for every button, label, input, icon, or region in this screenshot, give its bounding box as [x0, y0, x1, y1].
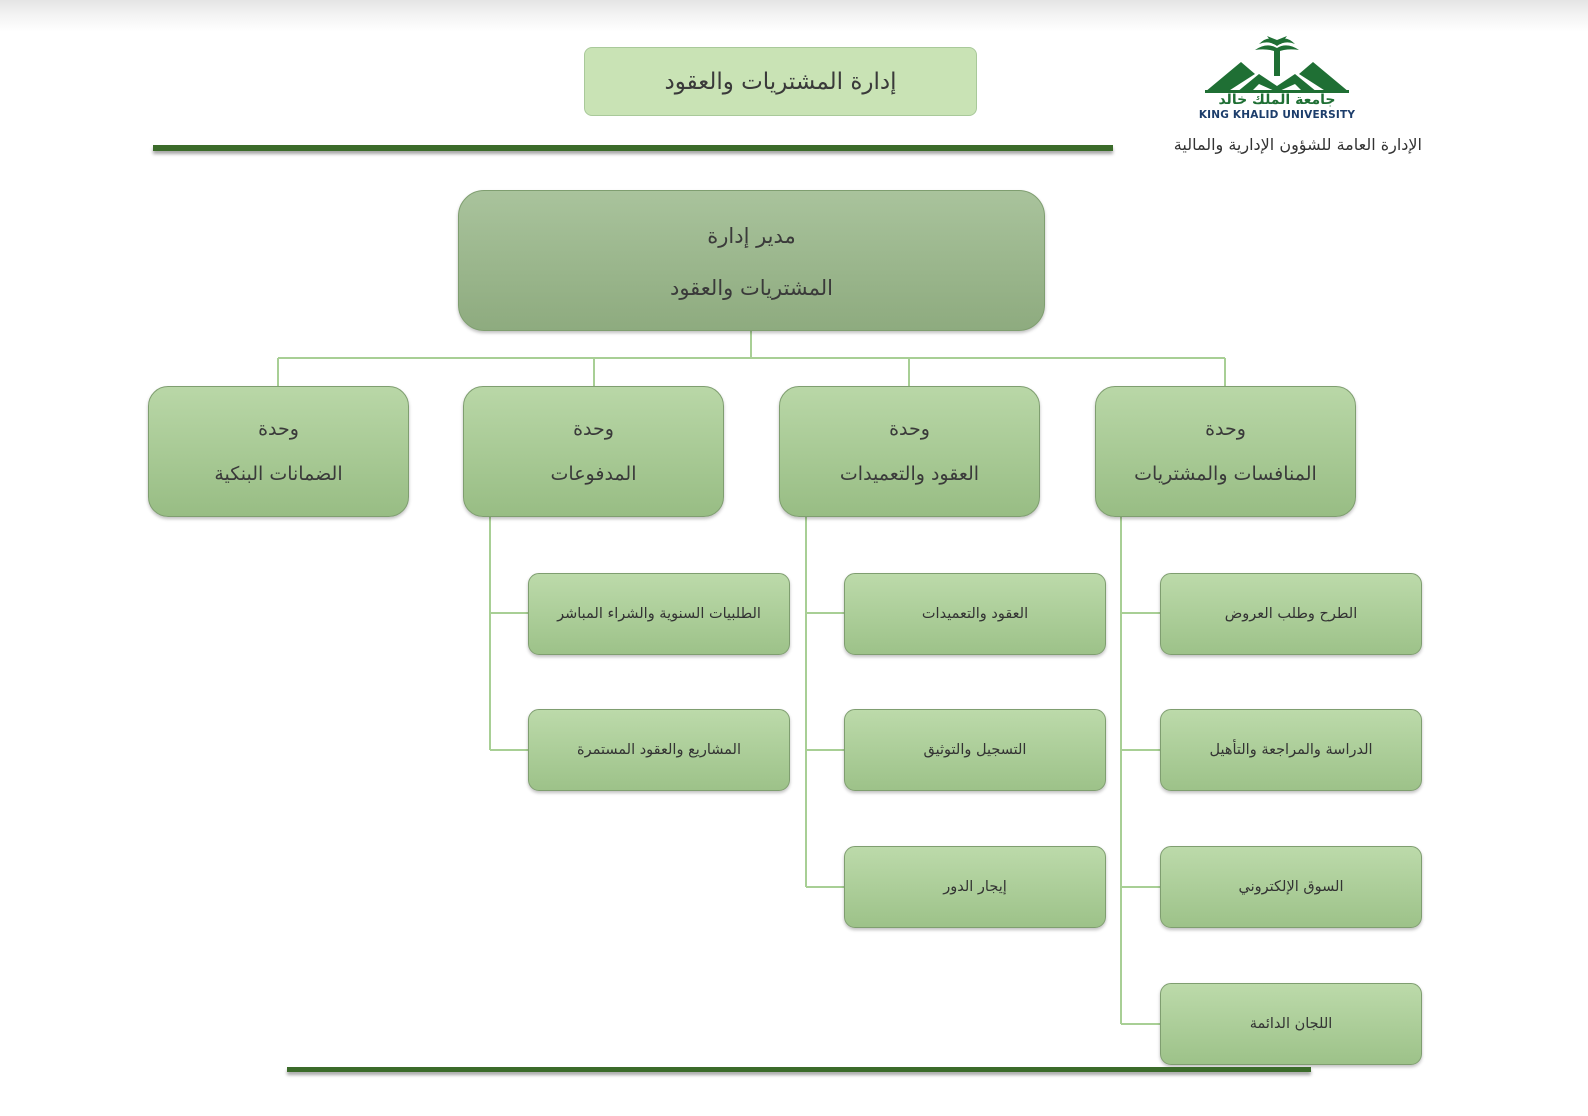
sub-box-label: المشاريع والعقود المستمرة — [577, 742, 742, 758]
unit-label: وحدة — [889, 417, 930, 440]
sub-box: الطرح وطلب العروض — [1160, 573, 1422, 655]
director-box: مدير إدارة المشتريات والعقود — [458, 190, 1045, 331]
sub-box: المشاريع والعقود المستمرة — [528, 709, 790, 791]
sub-box-label: الطلبيات السنوية والشراء المباشر — [557, 606, 761, 622]
director-line-2: المشتريات والعقود — [669, 275, 834, 300]
header-rule — [153, 145, 1113, 151]
sub-box: العقود والتعميدات — [844, 573, 1106, 655]
sub-box: اللجان الدائمة — [1160, 983, 1422, 1065]
unit-name: الضمانات البنكية — [214, 462, 343, 485]
university-logo: جامعة الملك خالد KING KHALID UNIVERSITY — [1197, 30, 1357, 124]
unit-name: المدفوعات — [550, 462, 637, 485]
footer-rule — [287, 1067, 1311, 1072]
unit-box-guarantees: وحدة الضمانات البنكية — [148, 386, 409, 517]
sub-box-label: الطرح وطلب العروض — [1224, 606, 1358, 622]
palm-logo-icon — [1205, 36, 1349, 93]
unit-name: العقود والتعميدات — [839, 462, 980, 485]
sub-box-label: اللجان الدائمة — [1249, 1016, 1333, 1032]
document-title: إدارة المشتريات والعقود — [584, 47, 977, 116]
sub-box: التسجيل والتوثيق — [844, 709, 1106, 791]
sub-box: الطلبيات السنوية والشراء المباشر — [528, 573, 790, 655]
unit-name: المنافسات والمشتريات — [1134, 462, 1317, 485]
department-subtitle: الإدارة العامة للشؤون الإدارية والمالية — [1173, 135, 1422, 154]
unit-box-payments: وحدة المدفوعات — [463, 386, 724, 517]
unit-label: وحدة — [573, 417, 614, 440]
director-line-1: مدير إدارة — [707, 223, 796, 248]
unit-label: وحدة — [258, 417, 299, 440]
sub-box-label: التسجيل والتوثيق — [923, 742, 1027, 758]
top-shading — [0, 0, 1588, 32]
sub-box-label: العقود والتعميدات — [921, 606, 1029, 622]
sub-box: السوق الإلكتروني — [1160, 846, 1422, 928]
sub-box: الدراسة والمراجعة والتأهيل — [1160, 709, 1422, 791]
sub-box-label: السوق الإلكتروني — [1238, 879, 1344, 895]
document-title-text: إدارة المشتريات والعقود — [664, 68, 897, 95]
logo-english-text: KING KHALID UNIVERSITY — [1198, 109, 1356, 121]
unit-label: وحدة — [1205, 417, 1246, 440]
unit-box-tenders: وحدة المنافسات والمشتريات — [1095, 386, 1356, 517]
sub-box: إيجار الدور — [844, 846, 1106, 928]
sub-box-label: الدراسة والمراجعة والتأهيل — [1209, 742, 1373, 758]
unit-box-contracts: وحدة العقود والتعميدات — [779, 386, 1040, 517]
sub-box-label: إيجار الدور — [943, 879, 1007, 895]
logo-arabic-text: جامعة الملك خالد — [1218, 92, 1336, 108]
